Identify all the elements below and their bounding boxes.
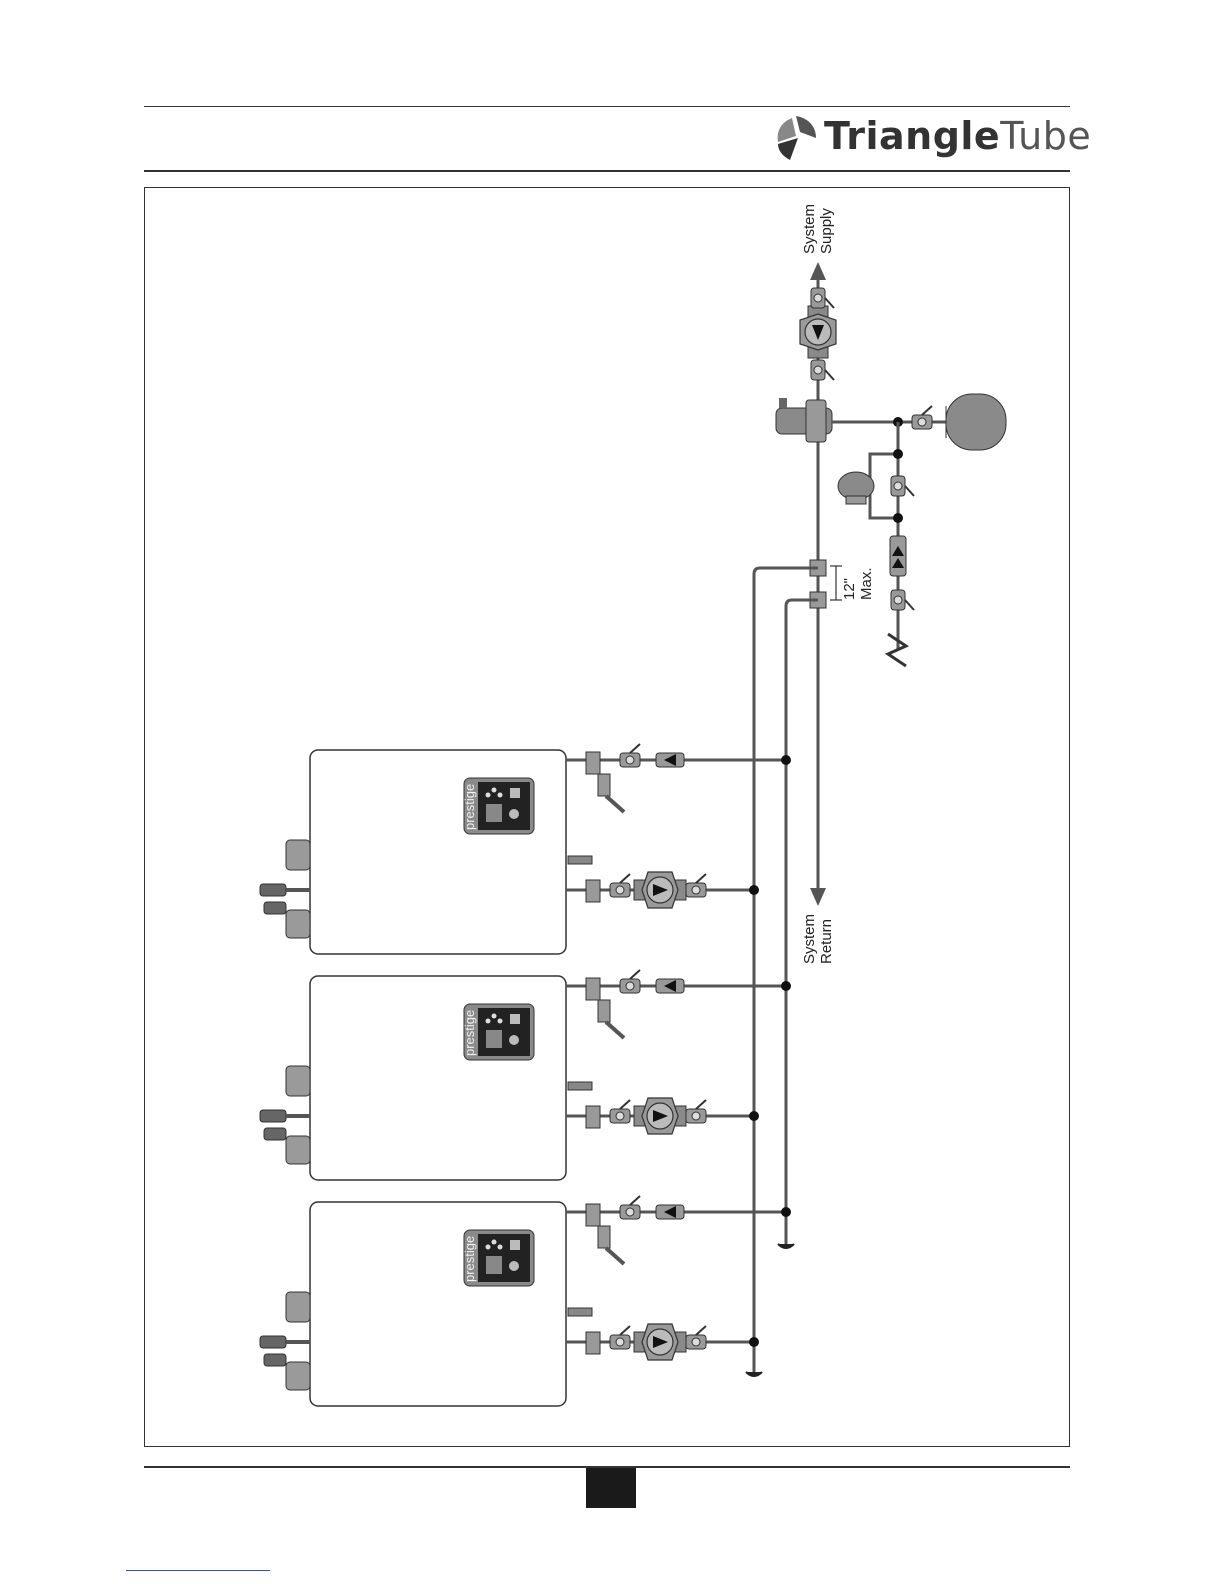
boiler-supply-piping bbox=[566, 970, 791, 1038]
spacing-value: 12" bbox=[841, 578, 858, 600]
spacing-unit: Max. bbox=[858, 567, 875, 600]
return-arrow-icon bbox=[810, 888, 826, 906]
boiler-supply-piping bbox=[566, 744, 791, 812]
backflow-preventer bbox=[890, 536, 906, 576]
boiler-vent-connections bbox=[260, 1066, 310, 1164]
boiler-return-piping bbox=[566, 1082, 759, 1134]
make-up-water-assembly bbox=[838, 422, 914, 666]
system-supply-pump bbox=[800, 306, 836, 358]
boiler-unit-2: prestige bbox=[260, 970, 791, 1180]
supply-isolation-valve-top bbox=[811, 288, 834, 308]
boiler-unit-3: prestige bbox=[260, 1196, 791, 1406]
boiler-panel-label: prestige bbox=[462, 784, 477, 830]
page-number-tab bbox=[586, 1468, 636, 1508]
label-system-return: System Return bbox=[801, 914, 835, 964]
boiler-vent-connections bbox=[260, 1292, 310, 1390]
footer-link-underline bbox=[126, 1570, 270, 1571]
boiler-panel-label: prestige bbox=[462, 1236, 477, 1282]
system-supply-line1: System bbox=[801, 204, 818, 254]
boiler-return-piping bbox=[566, 856, 759, 908]
label-spacing: 12" Max. bbox=[841, 567, 875, 600]
supply-arrow-icon bbox=[810, 262, 826, 280]
system-return-line2: Return bbox=[818, 919, 835, 964]
system-supply-line2: Supply bbox=[818, 208, 835, 254]
pipe-break-icon bbox=[888, 634, 906, 666]
system-return-line1: System bbox=[801, 914, 818, 964]
boiler-supply-piping bbox=[566, 1196, 791, 1264]
boiler-vent-connections bbox=[260, 840, 310, 938]
supply-isolation-valve-bottom bbox=[811, 360, 834, 380]
expansion-tank bbox=[946, 394, 1006, 450]
system-supply-line bbox=[810, 262, 826, 906]
boiler-panel-label: prestige bbox=[462, 1010, 477, 1056]
boiler-return-piping bbox=[566, 1308, 759, 1360]
air-separator bbox=[776, 398, 832, 442]
expansion-tank-valve bbox=[912, 406, 932, 429]
label-system-supply: System Supply bbox=[801, 204, 835, 254]
boiler-unit-1: prestige bbox=[260, 744, 791, 954]
